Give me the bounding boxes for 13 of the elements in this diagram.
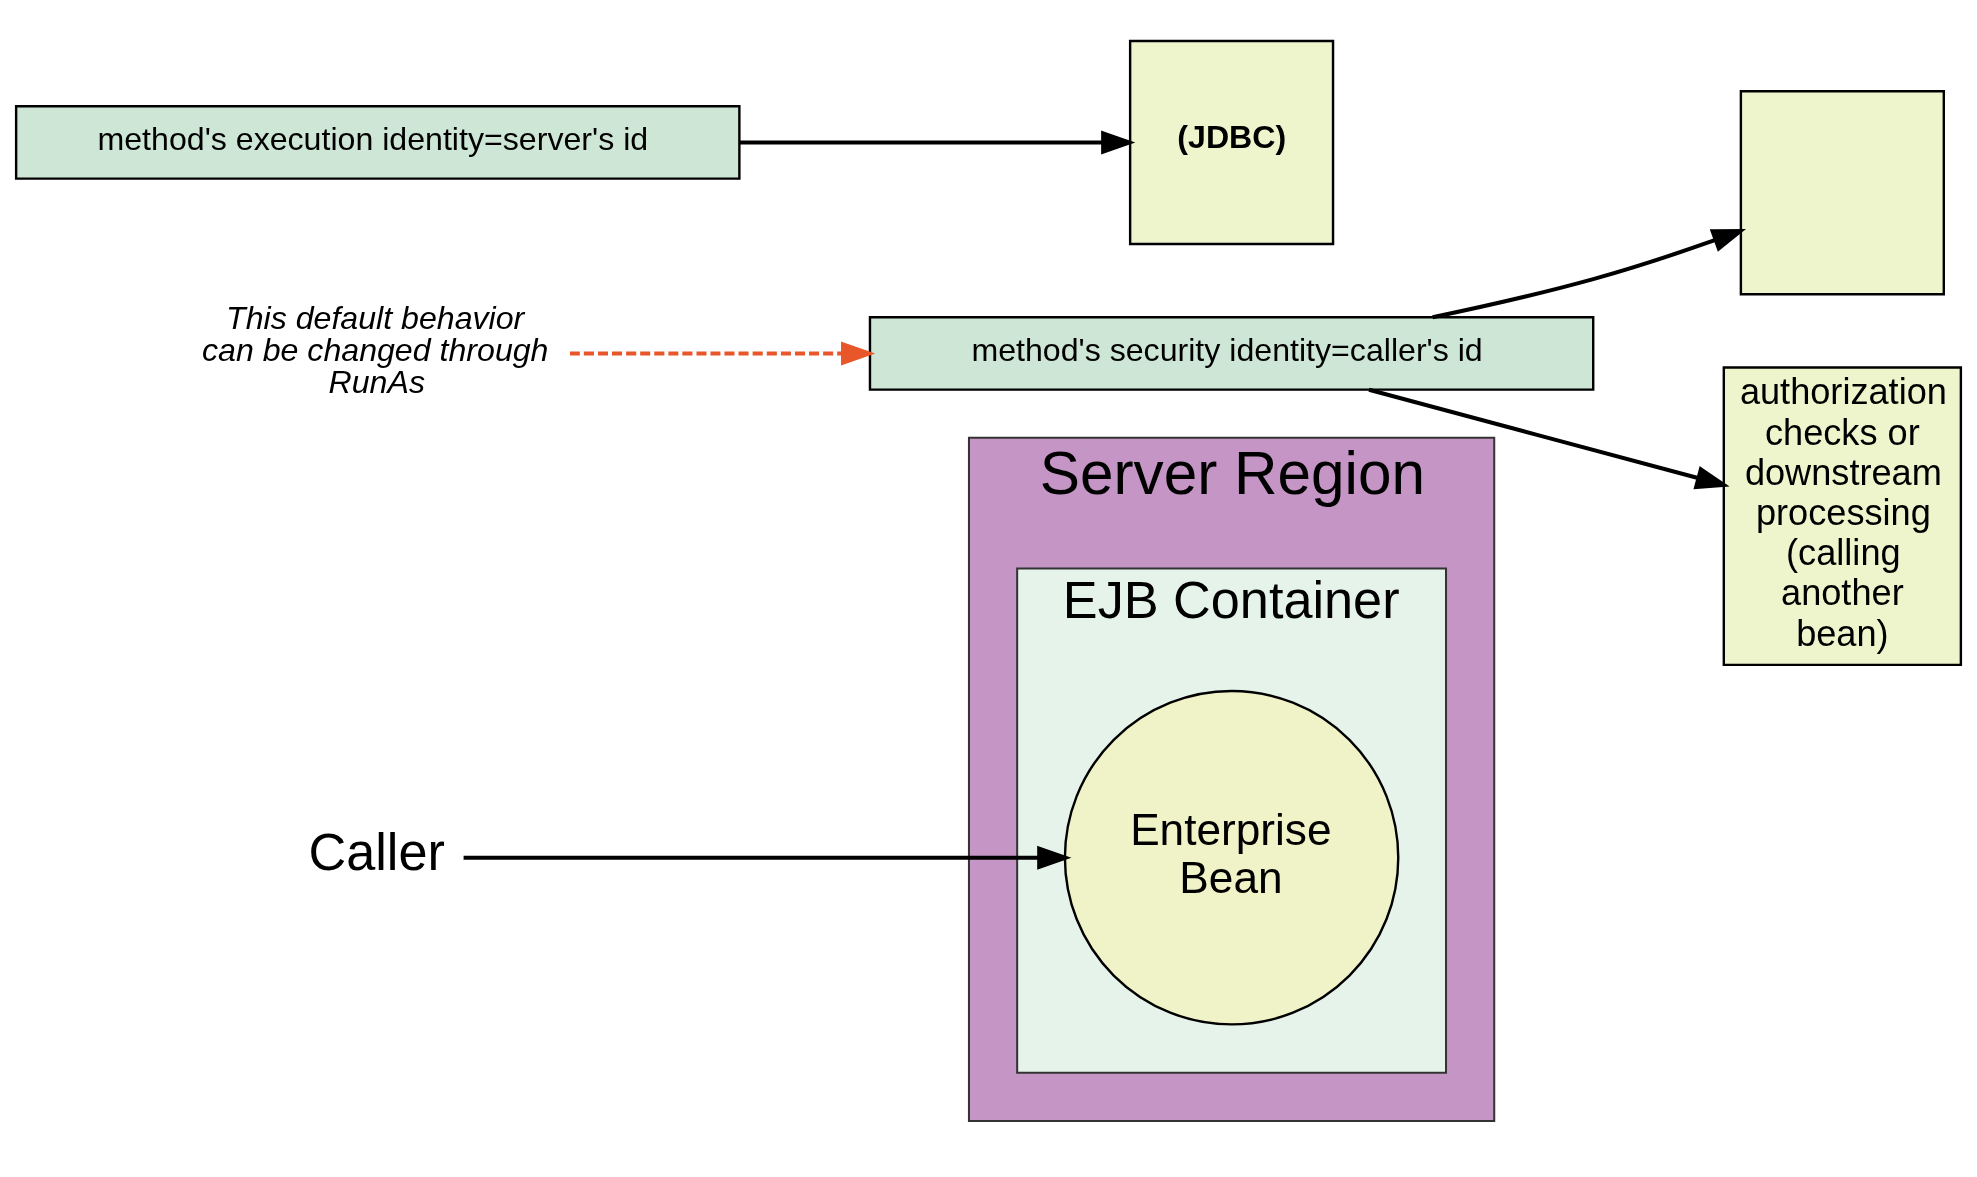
node-text: Caller	[308, 822, 445, 881]
node-box: authorization checks or downstream processing (calling another bean)	[1722, 365, 1963, 666]
arrow	[463, 845, 1072, 870]
arrow	[1368, 387, 1730, 489]
node-text: This default behavior can be changed through RunAs	[201, 299, 549, 400]
node-box: (JDBC)	[1128, 39, 1335, 245]
node-box: method's security identity=caller's id	[868, 315, 1595, 391]
arrow	[1432, 228, 1747, 319]
node-box: method's execution identity=server's id	[14, 104, 741, 180]
arrow	[569, 340, 876, 365]
node-circle: Enterprise Bean	[1063, 689, 1400, 1026]
node-box	[1739, 89, 1945, 295]
arrow	[739, 130, 1136, 154]
